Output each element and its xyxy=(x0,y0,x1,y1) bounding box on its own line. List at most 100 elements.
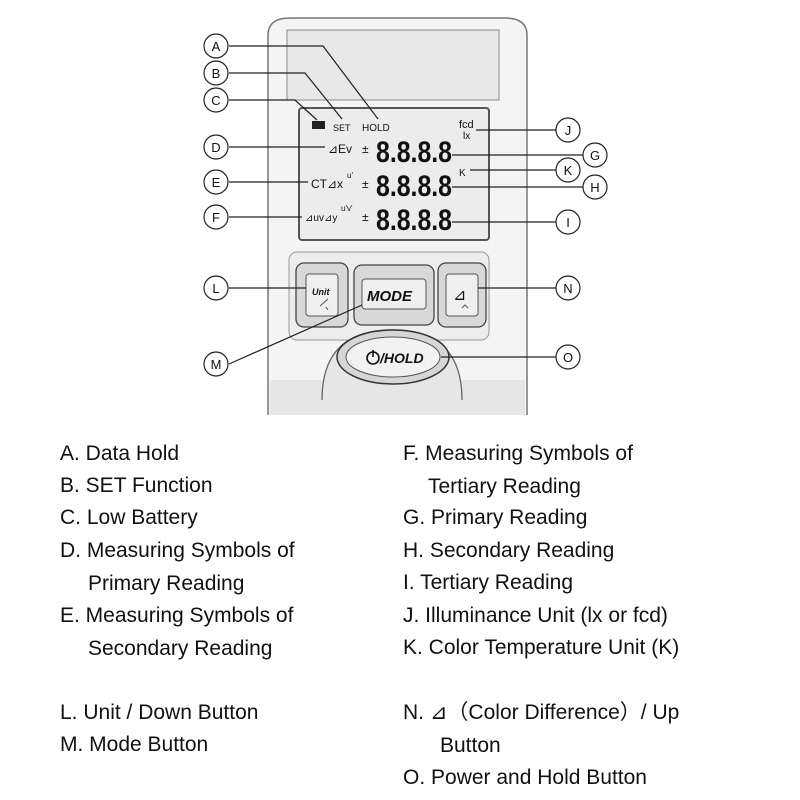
mode-button-label: MODE xyxy=(367,288,413,305)
legend-text-continued: Primary Reading xyxy=(88,571,245,595)
callout-i-circle xyxy=(555,209,581,235)
primary-reading: 8.8.8.8 xyxy=(376,136,452,169)
legend-item-b: B. SET Function xyxy=(60,470,213,503)
legend: A. Data Hold B. SET Function C. Low Batt… xyxy=(0,438,800,798)
callout-a-circle xyxy=(203,33,229,59)
leader-b xyxy=(229,72,343,120)
power-hold-button[interactable]: /HOLD xyxy=(321,329,463,401)
down-arrow-icon xyxy=(319,298,329,311)
unit-button-label: Unit xyxy=(312,287,330,297)
device-diagram: SET HOLD fcd lx ⊿Ev ± 8.8.8.8 CT⊿x u' ± … xyxy=(203,17,608,415)
legend-text: C. Low Battery xyxy=(60,506,198,529)
legend-item-j: J. Illuminance Unit (lx or fcd) xyxy=(403,600,668,633)
secondary-reading: 8.8.8.8 xyxy=(376,170,452,203)
legend-text-continued: Button xyxy=(440,733,501,757)
power-hold-label: /HOLD xyxy=(379,350,424,366)
callout-h-circle xyxy=(582,174,608,200)
secondary-sign: ± xyxy=(362,177,369,191)
callout-markers: A B C D E F G H I J K L M N O xyxy=(203,33,608,377)
legend-text: D. Measuring Symbols of xyxy=(60,539,295,562)
secondary-symbol: CT⊿x xyxy=(311,177,343,191)
up-arrow-icon xyxy=(461,304,469,309)
mode-button[interactable]: MODE xyxy=(353,264,435,326)
tertiary-reading: 8.8.8.8 xyxy=(376,204,452,237)
callout-j-circle xyxy=(555,117,581,143)
callout-m: M xyxy=(211,357,222,372)
legend-text: F. Measuring Symbols of xyxy=(403,442,633,465)
leader-a xyxy=(229,45,379,120)
unit-button-inner xyxy=(305,273,339,317)
callout-o-circle xyxy=(555,344,581,370)
unit-k: K xyxy=(459,168,466,179)
tertiary-symbol: ⊿uv⊿y xyxy=(305,213,337,224)
legend-item-h: H. Secondary Reading xyxy=(403,535,614,568)
callout-a: A xyxy=(212,39,221,54)
legend-text: G. Primary Reading xyxy=(403,506,588,529)
legend-item-g: G. Primary Reading xyxy=(403,502,587,535)
legend-text: N. ⊿（Color Difference）/ Up xyxy=(403,701,680,724)
leader-m xyxy=(228,304,363,365)
legend-text: A. Data Hold xyxy=(60,442,180,465)
callout-n-circle xyxy=(555,275,581,301)
delta-up-button[interactable]: ⊿ xyxy=(437,262,487,328)
legend-text: M. Mode Button xyxy=(60,733,209,756)
legend-item-m: M. Mode Button xyxy=(60,729,208,762)
legend-text: I. Tertiary Reading xyxy=(403,571,574,594)
unit-fcd: fcd xyxy=(459,119,474,131)
callout-j: J xyxy=(565,123,572,138)
legend-item-l: L. Unit / Down Button xyxy=(60,697,258,730)
legend-item-o: O. Power and Hold Button xyxy=(403,762,647,795)
tertiary-symbol-sup: u'v' xyxy=(341,204,353,213)
leader-lines xyxy=(228,45,583,365)
callout-f: F xyxy=(212,210,220,225)
battery-icon xyxy=(312,121,325,129)
callout-h: H xyxy=(590,180,599,195)
mode-button-inner xyxy=(361,278,427,310)
unit-lx: lx xyxy=(463,131,470,142)
legend-item-e: E. Measuring Symbols of Secondary Readin… xyxy=(60,600,293,665)
callout-b: B xyxy=(212,66,221,81)
callout-f-circle xyxy=(203,204,229,230)
hold-indicator: HOLD xyxy=(362,123,390,134)
primary-symbol: ⊿Ev xyxy=(328,142,352,156)
set-indicator: SET xyxy=(333,123,351,133)
callout-b-circle xyxy=(203,60,229,86)
callout-n: N xyxy=(563,281,572,296)
callout-e: E xyxy=(212,175,221,190)
unit-down-button[interactable]: Unit xyxy=(295,262,349,328)
callout-d: D xyxy=(211,140,220,155)
callout-l: L xyxy=(212,281,219,296)
legend-text-continued: Tertiary Reading xyxy=(428,474,581,498)
legend-text: B. SET Function xyxy=(60,474,213,497)
callout-m-circle xyxy=(203,351,229,377)
callout-l-circle xyxy=(203,275,229,301)
legend-item-c: C. Low Battery xyxy=(60,502,198,535)
lcd-screen xyxy=(298,107,490,241)
legend-text: L. Unit / Down Button xyxy=(60,701,259,724)
legend-item-a: A. Data Hold xyxy=(60,438,179,471)
legend-text: K. Color Temperature Unit (K) xyxy=(403,636,680,659)
legend-item-i: I. Tertiary Reading xyxy=(403,567,573,600)
tertiary-sign: ± xyxy=(362,210,369,224)
legend-text: E. Measuring Symbols of xyxy=(60,604,294,627)
legend-text-continued: Secondary Reading xyxy=(88,636,273,660)
legend-item-k: K. Color Temperature Unit (K) xyxy=(403,632,679,665)
callout-c: C xyxy=(211,93,220,108)
secondary-symbol-sup: u' xyxy=(347,171,353,180)
delta-button-label: ⊿ xyxy=(453,287,466,304)
delta-button-inner xyxy=(445,273,479,317)
callout-d-circle xyxy=(203,134,229,160)
callout-e-circle xyxy=(203,169,229,195)
callout-g: G xyxy=(590,148,600,163)
legend-item-n: N. ⊿（Color Difference）/ Up Button xyxy=(403,697,679,762)
callout-g-circle xyxy=(582,142,608,168)
primary-sign: ± xyxy=(362,142,369,156)
legend-item-f: F. Measuring Symbols of Tertiary Reading xyxy=(403,438,633,503)
leader-c xyxy=(229,99,318,121)
callout-o: O xyxy=(563,350,573,365)
sensor-window xyxy=(286,29,500,101)
power-button-face xyxy=(345,336,441,378)
callout-k: K xyxy=(564,163,573,178)
callout-i: I xyxy=(566,215,570,230)
callout-c-circle xyxy=(203,87,229,113)
